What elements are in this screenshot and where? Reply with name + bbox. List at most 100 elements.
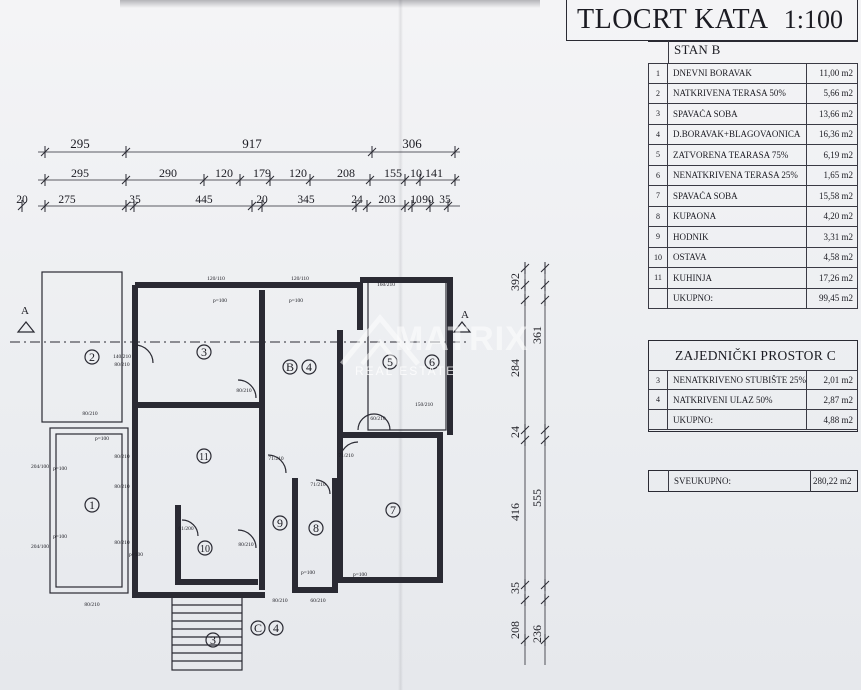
row-number: 10 bbox=[649, 247, 668, 267]
dimension-label: 90 bbox=[422, 194, 434, 206]
opening-label: 71/210 bbox=[268, 456, 284, 462]
opening-label: 80/210 bbox=[114, 362, 130, 368]
opening-label: p=100 bbox=[301, 570, 315, 576]
room-name: OSTAVA bbox=[673, 252, 707, 263]
room-marker-11 bbox=[196, 448, 212, 464]
row-number: 1 bbox=[649, 64, 668, 83]
opening-label: 80/210 bbox=[82, 411, 98, 417]
wall-north bbox=[135, 282, 363, 330]
door-swing bbox=[315, 479, 331, 495]
stair-outline bbox=[171, 594, 243, 671]
opening-label: 71/210 bbox=[338, 453, 354, 459]
grand-total-frame bbox=[648, 470, 858, 492]
dimension-label: 179 bbox=[253, 166, 271, 180]
room-name: SPAVAĆA SOBA bbox=[673, 190, 738, 201]
room-number: 9 bbox=[277, 516, 283, 530]
opening-label: p=100 bbox=[53, 534, 67, 540]
room-name: NENATKRIVENO STUBIŠTE 25% bbox=[673, 375, 806, 385]
opening-label: 80/210 bbox=[114, 540, 130, 546]
dimension-label: 416 bbox=[508, 503, 522, 521]
grand-total-area: 280,22 m2 bbox=[813, 476, 852, 486]
dimension-label: 917 bbox=[242, 136, 262, 151]
opening-label: 120/110 bbox=[207, 276, 225, 282]
room-marker-3 bbox=[196, 344, 212, 360]
room-area: 16,36 m2 bbox=[806, 124, 857, 144]
room-area: 2,01 m2 bbox=[806, 371, 857, 389]
dimension-label: 120 bbox=[289, 166, 307, 180]
dimension-label: 24 bbox=[508, 426, 522, 438]
room-name: KUHINJA bbox=[673, 272, 712, 283]
door-swing bbox=[339, 441, 359, 461]
room-name: ZATVORENA TEARASA 75% bbox=[673, 149, 789, 160]
door-swing bbox=[181, 519, 199, 537]
opening-label: p=100 bbox=[95, 436, 109, 442]
room-name: NATKRIVENA TERASA 50% bbox=[673, 88, 786, 99]
grand-total-divider-b bbox=[810, 470, 811, 492]
door-swing bbox=[373, 413, 391, 431]
room-marker-stair bbox=[205, 632, 221, 648]
dimension-label: 10 bbox=[410, 194, 422, 206]
room-marker-2 bbox=[84, 349, 100, 365]
row-number: 6 bbox=[649, 165, 668, 185]
room-marker-8 bbox=[308, 520, 324, 536]
room-name: D.BORAVAK+BLAGOVAONICA bbox=[673, 129, 801, 140]
stan-b-heading: STAN B bbox=[674, 42, 721, 57]
room-area: 13,66 m2 bbox=[806, 104, 857, 124]
room-marker-c4 bbox=[268, 620, 284, 636]
matrix-logo-mark bbox=[340, 314, 420, 366]
room-name: DNEVNI BORAVAK bbox=[673, 68, 752, 79]
room-area: 4,58 m2 bbox=[806, 247, 857, 267]
dimension-label: 295 bbox=[70, 136, 90, 151]
room-marker-10 bbox=[197, 540, 213, 556]
opening-label: p=100 bbox=[353, 572, 367, 578]
dimension-label: 345 bbox=[297, 194, 315, 206]
room-number: 11 bbox=[199, 452, 209, 463]
terrace-2-outline bbox=[41, 271, 123, 423]
row-number bbox=[649, 288, 668, 308]
dimension-label: 208 bbox=[508, 621, 522, 639]
room-marker-4 bbox=[301, 359, 317, 375]
door-swing bbox=[267, 454, 287, 474]
opening-label: 60/210 bbox=[310, 598, 326, 604]
plan-title: TLOCRT KATA bbox=[577, 4, 769, 35]
dimension-label: 155 bbox=[384, 166, 402, 180]
dimension-label: 20 bbox=[256, 194, 268, 206]
table-row: 5 ZATVORENA TEARASA 75% 6,19 m2 bbox=[648, 145, 858, 166]
section-marker-left bbox=[16, 321, 36, 333]
total-row: UKUPNO:4,88 m2 bbox=[648, 410, 858, 430]
room-number: 7 bbox=[390, 503, 396, 517]
grand-total-label: SVEUKUPNO: bbox=[674, 476, 732, 486]
dimension-label: 24 bbox=[351, 194, 363, 206]
opening-label: 80/210 bbox=[236, 388, 252, 394]
row-number: 5 bbox=[649, 145, 668, 165]
opening-label: p=100 bbox=[213, 298, 227, 304]
opening-label: 61/200 bbox=[178, 526, 194, 532]
row-number: 11 bbox=[649, 268, 668, 288]
opening-label: 71/210 bbox=[310, 482, 326, 488]
dimension-label: 35 bbox=[439, 194, 451, 206]
dimension-label: 290 bbox=[159, 166, 177, 180]
section-marker-right bbox=[452, 321, 472, 333]
opening-label: 80/210 bbox=[114, 454, 130, 460]
door-swing bbox=[237, 379, 257, 399]
room-area: 4,20 m2 bbox=[806, 206, 857, 226]
room-area: 1,65 m2 bbox=[806, 165, 857, 185]
opening-label: 204/100 bbox=[31, 544, 49, 550]
room-area: 3,31 m2 bbox=[806, 227, 857, 247]
stair-steps bbox=[172, 604, 242, 662]
room-area: 6,19 m2 bbox=[806, 145, 857, 165]
row-number: 3 bbox=[649, 104, 668, 124]
dimension-label: 141 bbox=[425, 166, 443, 180]
room-name: NENATKRIVENA TERASA 25% bbox=[673, 170, 798, 181]
opening-label: p=100 bbox=[129, 552, 143, 558]
room-marker-7 bbox=[385, 502, 401, 518]
row-number: 7 bbox=[649, 186, 668, 206]
row-number: 3 bbox=[649, 371, 668, 389]
dimension-label: 208 bbox=[337, 166, 355, 180]
opening-label: 204/100 bbox=[31, 464, 49, 470]
